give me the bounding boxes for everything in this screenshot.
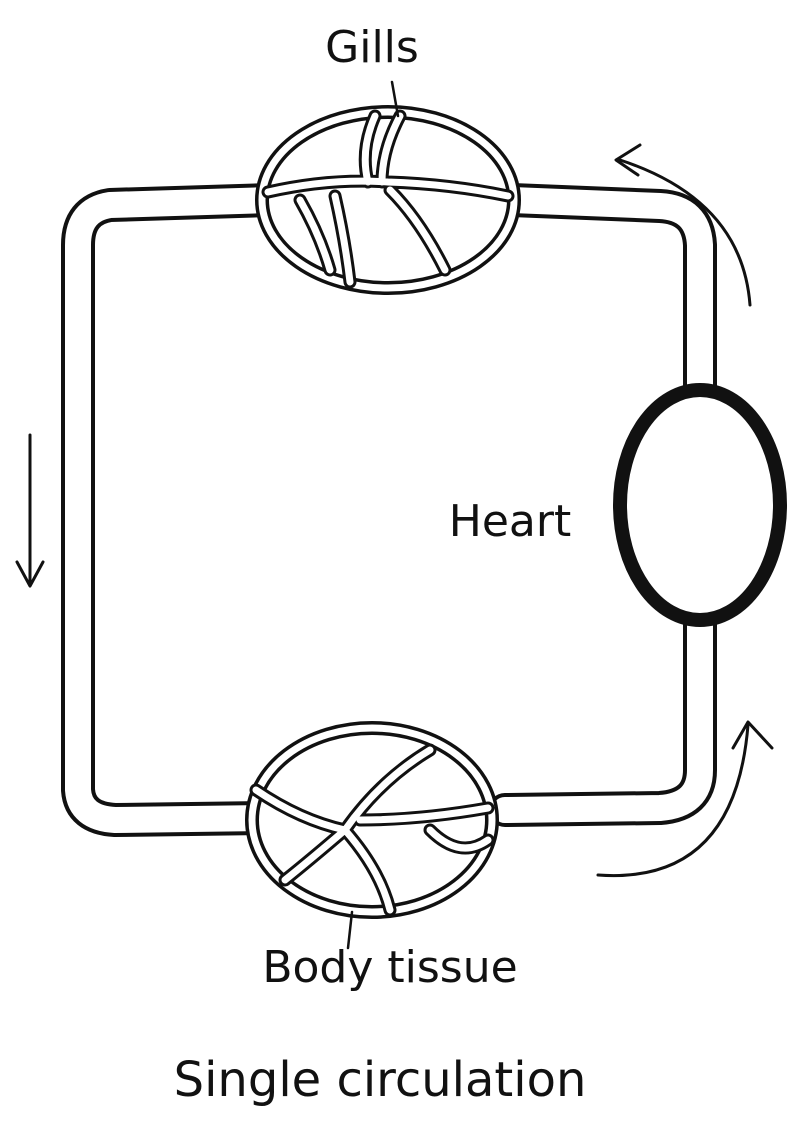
diagram-caption: Single circulation (174, 1052, 587, 1108)
heart-chamber (620, 390, 780, 620)
body-tissue-label: Body tissue (262, 942, 517, 993)
gills-label: Gills (325, 22, 419, 73)
gills-capillary-bed (262, 112, 514, 288)
heart-label: Heart (449, 496, 571, 547)
body-tissue-capillary-bed (252, 728, 492, 912)
flow-arrow-left (17, 435, 43, 586)
